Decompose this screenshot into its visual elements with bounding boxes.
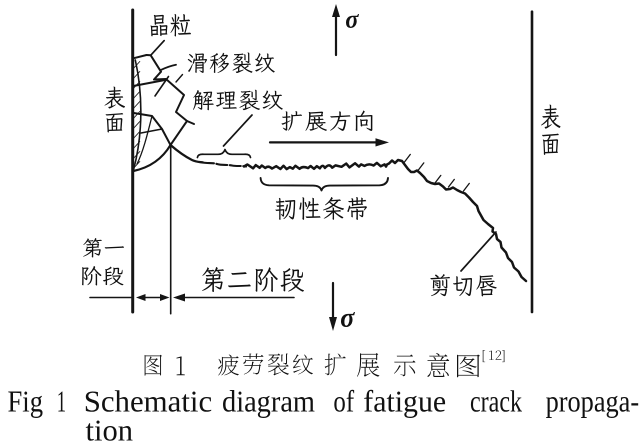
- svg-text:Schematic: Schematic: [84, 384, 213, 419]
- svg-text:1: 1: [57, 384, 66, 419]
- svg-text:diagram: diagram: [222, 384, 315, 419]
- svg-text:propaga-: propaga-: [546, 384, 640, 419]
- svg-text:Fig: Fig: [8, 384, 44, 419]
- svg-text:of: of: [333, 384, 354, 419]
- svg-text:fatigue: fatigue: [363, 384, 446, 419]
- svg-text:tion: tion: [86, 413, 134, 448]
- svg-text:crack: crack: [470, 384, 522, 419]
